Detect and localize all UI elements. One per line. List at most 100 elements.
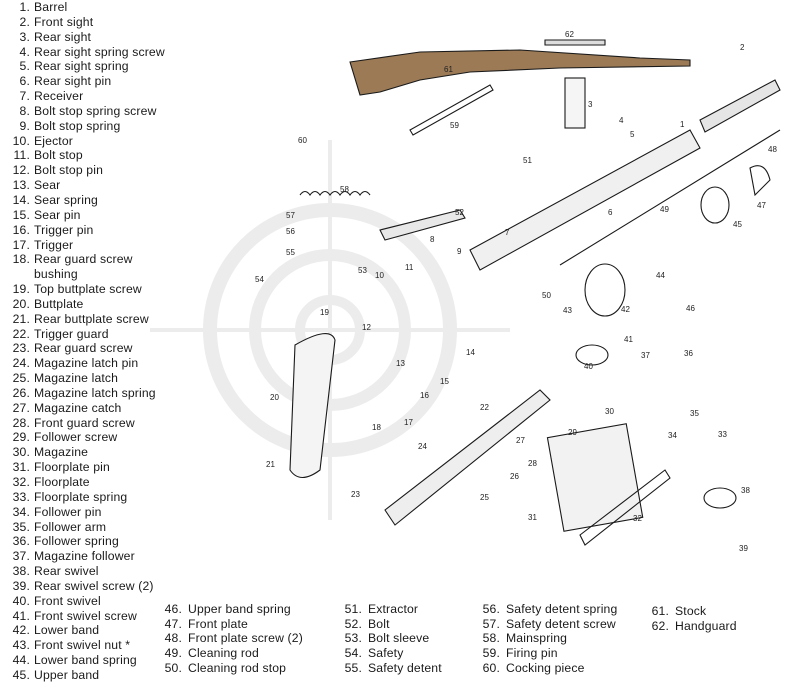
callout-6: 6 — [608, 208, 613, 217]
legend-item-name: Magazine catch — [34, 400, 122, 415]
legend-item: 19.Top buttplate screw — [3, 282, 165, 297]
legend-item-name: Rear guard screw — [34, 252, 133, 267]
callout-58: 58 — [340, 185, 349, 194]
callout-1: 1 — [680, 120, 685, 129]
legend-item-number: 30. — [12, 445, 30, 460]
legend-item: 39. Rear swivel screw (2) — [3, 579, 165, 594]
legend-item-number: 29. — [12, 430, 30, 445]
legend-item: 46.Upper band spring — [160, 602, 303, 617]
barrel-part — [699, 79, 781, 133]
legend-item-number: 17. — [12, 237, 30, 252]
bolt-part — [379, 209, 466, 241]
legend-item-name: Cleaning rod — [188, 646, 259, 661]
callout-18: 18 — [372, 423, 381, 432]
legend-item: 26.Magazine latch spring — [3, 386, 165, 401]
legend-item-name: Extractor — [368, 602, 419, 616]
handguard-part — [544, 39, 606, 46]
callout-20: 20 — [270, 393, 279, 402]
callout-44: 44 — [656, 271, 665, 280]
legend-item: 31.Floorplate pin — [3, 460, 165, 475]
watermark-target — [150, 140, 510, 520]
legend-item-number: 38. — [12, 564, 30, 579]
legend-item-number: 19. — [12, 282, 30, 297]
legend-item-number: 31. — [12, 460, 30, 475]
legend-item-name: Floorplate — [34, 475, 90, 489]
legend-item: 42.Lower band — [3, 623, 165, 638]
legend-item-number: 11. — [13, 148, 30, 163]
legend-item-number: 8. — [19, 103, 30, 118]
legend-item-name: Rear sight spring — [34, 59, 129, 74]
callout-12: 12 — [362, 323, 371, 332]
legend-item-number: 36. — [12, 534, 30, 549]
callout-23: 23 — [351, 490, 360, 499]
legend-item-number: 44. — [12, 653, 30, 668]
callout-57: 57 — [286, 211, 295, 220]
front-swivel-part — [575, 344, 609, 366]
legend-item-name: Follower screw — [34, 430, 118, 445]
legend-item-number: 62. — [651, 618, 669, 633]
callout-25: 25 — [480, 493, 489, 502]
legend-item-number: 5. — [19, 59, 30, 74]
legend-item: 7.Receiver — [3, 89, 165, 104]
legend-item: 29. Follower screw — [3, 430, 165, 445]
legend-item-name: Safety detent spring — [506, 602, 618, 616]
legend-item-name: Front guard screw — [34, 415, 135, 430]
callout-24: 24 — [418, 442, 427, 451]
legend-item-number: 49. — [164, 646, 182, 661]
legend-item-number: 21. — [12, 311, 30, 326]
callout-60: 60 — [298, 136, 307, 145]
legend-item: 20.Buttplate — [3, 297, 165, 312]
legend-item-number: 26. — [12, 385, 30, 400]
callout-42: 42 — [621, 305, 630, 314]
legend-item-name: Lower band spring — [34, 653, 137, 668]
legend-item: 37.Magazine follower — [3, 549, 165, 564]
callout-51: 51 — [523, 156, 532, 165]
legend-item-number: 16. — [12, 222, 30, 237]
callout-4: 4 — [619, 116, 624, 125]
callout-52: 52 — [455, 208, 464, 217]
callout-19: 19 — [320, 308, 329, 317]
legend-item-name: Ejector — [34, 133, 73, 148]
legend-item-number: 59. — [482, 646, 500, 661]
callout-59: 59 — [450, 121, 459, 130]
legend-item-number: 57. — [482, 616, 500, 631]
legend-item: 35.Follower arm — [3, 520, 165, 535]
legend-item-number: 39. — [12, 578, 30, 593]
legend-item-name: Upper band — [34, 667, 100, 682]
legend-item: 24.Magazine latch pin — [3, 356, 165, 371]
callout-45: 45 — [733, 220, 742, 229]
legend-item-number: 51. — [344, 602, 362, 616]
buttplate-part — [289, 333, 336, 479]
legend-item-number: 43. — [12, 638, 30, 653]
legend-item-name: Rear swivel screw (2) — [34, 578, 154, 593]
legend-item-name: Mainspring — [506, 631, 568, 646]
legend-item-name: Trigger guard — [34, 326, 109, 341]
legend-item-number: 47. — [164, 616, 182, 631]
callout-39: 39 — [739, 544, 748, 553]
legend-item-number: 22. — [12, 326, 30, 341]
rear-sight-part — [564, 77, 586, 129]
legend-item-name: Stock — [675, 604, 707, 618]
legend-item: 57.Safety detent screw — [478, 617, 617, 632]
legend-item: 50.Cleaning rod stop — [160, 661, 303, 676]
receiver-part — [469, 129, 701, 271]
callout-34: 34 — [668, 431, 677, 440]
legend-item: 11.Bolt stop — [3, 148, 165, 163]
legend-item: 21.Rear buttplate screw — [3, 312, 165, 327]
callout-30: 30 — [605, 407, 614, 416]
legend-item-name: Trigger pin — [34, 222, 94, 237]
legend-item-name: Rear guard screw — [34, 341, 133, 356]
legend-item: 15.Sear pin — [3, 208, 165, 223]
legend-item: 49. Cleaning rod — [160, 646, 303, 661]
callout-32: 32 — [633, 514, 642, 523]
legend-item-number: 23. — [12, 341, 30, 356]
legend-item-name: Bolt — [368, 616, 390, 631]
rear-swivel-part — [703, 487, 737, 509]
legend-item-number: 48. — [164, 631, 182, 646]
legend-item-number: 33. — [12, 489, 30, 504]
callout-53: 53 — [358, 266, 367, 275]
legend-item-number: 4. — [19, 44, 30, 59]
legend-item-name: Bolt stop spring — [34, 118, 121, 133]
legend-item-number: 42. — [12, 623, 30, 638]
